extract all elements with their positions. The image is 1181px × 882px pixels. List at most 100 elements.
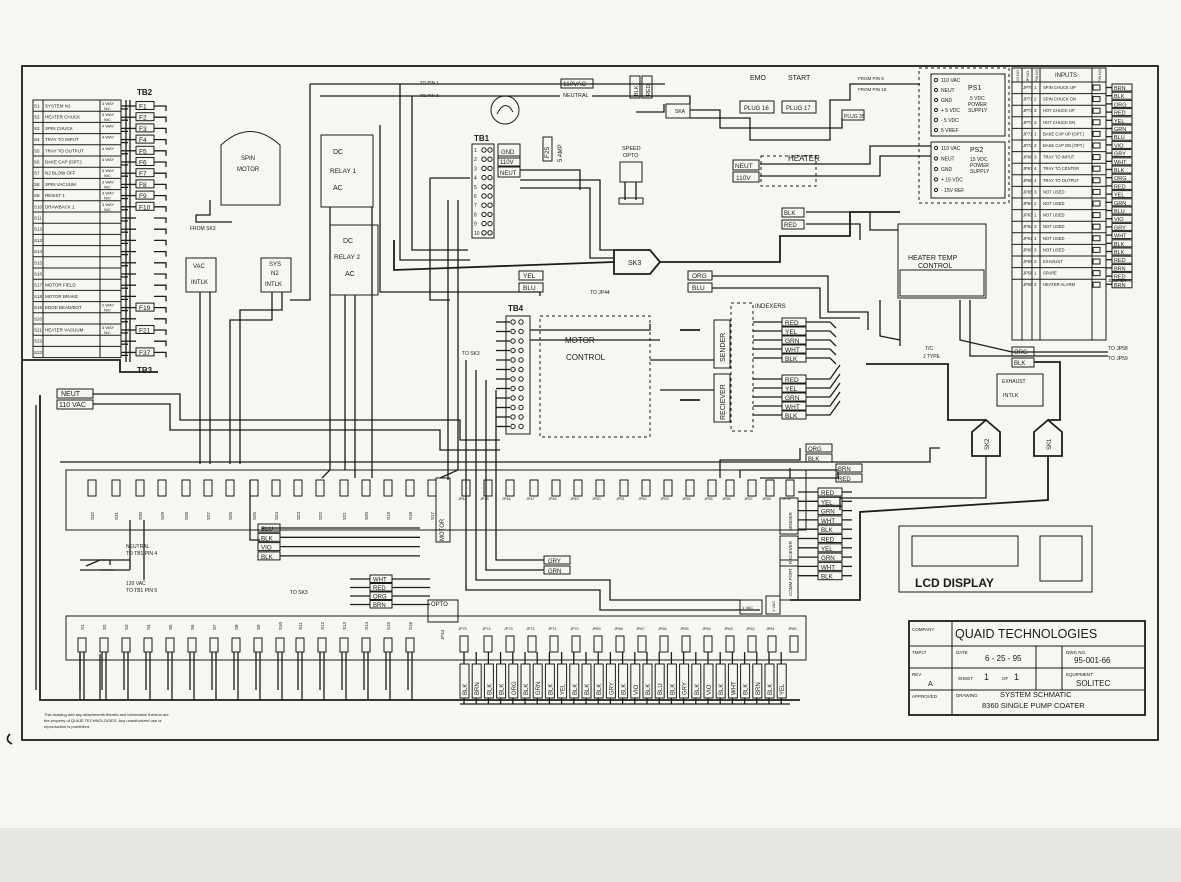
inputs-pin: 3 (1034, 282, 1037, 287)
input-wire-color: VIO (1114, 217, 1124, 223)
upper-relay-label: S31 (114, 511, 119, 520)
tb2-fuse: F3 (139, 126, 147, 133)
plug16-label: PLUG 16 (744, 106, 769, 112)
tb2-row-name: TRAY TO INPUT (45, 137, 79, 142)
tb2-row-id: S12 (34, 227, 43, 232)
board-wire: WHT (821, 518, 835, 525)
bottom-wire-label: BLK (695, 684, 701, 695)
to-sk3-lower: TO SK3 (290, 590, 308, 596)
inputs-pin: 3 (1034, 108, 1037, 113)
tb-rev: A (928, 681, 933, 688)
start-label: START (788, 75, 811, 82)
lower-relay-label: S13 (342, 621, 347, 630)
inputs-pin: 3 (1034, 155, 1037, 160)
bottom-wire-label: GRY (609, 682, 615, 695)
tb2-row-name: EDGE BEAD/BOT (45, 305, 82, 310)
board-mid-wire: BLK (261, 535, 274, 542)
upper-relay-label: S22 (318, 511, 323, 520)
brd-reciever: RECIEVER (788, 540, 793, 564)
sender-wire: YEL (785, 329, 798, 336)
inputs-pin: 4 (1034, 166, 1037, 171)
input-wire-color: ORG (1114, 176, 1127, 182)
tb2-row-type: 3 WAY (102, 325, 114, 330)
bottom-wire-label: BLK (597, 684, 603, 695)
fuse-label: F25 (544, 146, 551, 158)
tb-company: QUAID TECHNOLOGIES (955, 627, 1097, 641)
tb1-pin-number: 4 (474, 176, 477, 182)
inputs-name: SPARE (1043, 271, 1057, 276)
jumper-label: JUMPER (1108, 278, 1127, 283)
board-mid-wire: BLU (261, 526, 273, 533)
relay1-ac: AC (333, 185, 343, 192)
sk1-label: SK1 (1047, 438, 1053, 450)
left-110vac: 110 VAC (59, 402, 86, 409)
tb2-row-type2: N/C (104, 173, 111, 178)
tb2-row-type: 2 WAY (102, 303, 114, 308)
lower-jp-label: JP74 (482, 627, 491, 631)
gry-wire: GRY (548, 559, 561, 565)
ps1-pin: 110 VAC (941, 78, 961, 84)
inputs-name: BAKE CAP UP (OPT.) (1043, 131, 1085, 136)
bottom-wire-label: WHT (731, 681, 737, 695)
tb2-fuse: F1 (139, 104, 147, 111)
tb2-row-id: S2 (34, 115, 40, 120)
heater-blk: BLK (784, 211, 795, 217)
ps2-power: POWER (970, 163, 989, 169)
sk2-label: SK2 (985, 438, 991, 450)
inputs-pin: 1 (1034, 236, 1037, 241)
tb2-row-id: S6 (34, 160, 40, 165)
upper-jp-label: JP55 (704, 497, 713, 501)
bottom-wire-label: BLK (768, 684, 774, 695)
upper-jp-label: JP44 (458, 497, 467, 501)
input-wire-color: WHT (1114, 160, 1127, 166)
from-pin10: FROM PIN 10 (858, 87, 887, 92)
inputs-name: NOT USED (1043, 189, 1065, 194)
yel-wire: YEL (523, 273, 536, 280)
ps1-v: 5 VDC (970, 96, 985, 102)
tb-dwg-label: DWG NO. (1066, 650, 1086, 655)
plug-16 (739, 100, 775, 114)
tb-date: 6 - 25 - 95 (985, 654, 1022, 663)
tb1-neut: NEUT (500, 171, 517, 177)
tb2-row-id: S18 (34, 294, 43, 299)
inputs-pin: 3 (1034, 247, 1037, 252)
input-wire-color: VIO (1114, 143, 1124, 149)
tb2-row-type2: N/C (104, 106, 111, 111)
lower-relay-label: S9 (256, 624, 261, 630)
tb-sheet: 1 (984, 672, 989, 682)
inputs-pin: 1 (1034, 213, 1037, 218)
exhaust-label: EXHAUST (1002, 379, 1026, 385)
input-wire-color: BRN (1114, 86, 1126, 92)
ps2-pin: GND (941, 167, 953, 173)
inputs-name: EXHAUST (1043, 259, 1063, 264)
tb1-pin-number: 8 (474, 212, 477, 218)
upper-relay-label: S28 (184, 511, 189, 520)
tb2-row-id: S7 (34, 171, 40, 176)
board-wire: BLK (821, 574, 834, 581)
tb1-label: TB1 (474, 134, 490, 143)
inputs-name: NOT USED (1043, 201, 1065, 206)
io-board-lower (65, 615, 807, 661)
sender-wire: RED (785, 320, 799, 327)
upper-jp-label: JP49 (570, 497, 579, 501)
bottom-wire-label: GRY (683, 682, 689, 695)
heater-110v: 110V (736, 175, 751, 182)
inputs-name: SPIN CHUCK DN (1043, 97, 1076, 102)
sk3-connector (613, 249, 662, 275)
punch-mark (6, 733, 13, 745)
tb2-row-id: S8 (34, 182, 40, 187)
neutral-note-1: NEUTRAL (126, 544, 150, 550)
inputs-pin: 2 (1034, 143, 1037, 148)
lower-relay-label: S6 (190, 624, 195, 630)
neutral-note-2: TO TB1 PIN 4 (126, 551, 157, 557)
tb2-row-type: 3 WAY (102, 101, 114, 106)
lower-jp-label: JP75 (458, 627, 467, 631)
title-block: COMPANY QUAID TECHNOLOGIES TMPLT DATE 6 … (908, 620, 1146, 716)
tb2-label: TB2 (137, 88, 153, 97)
blu-wire-2: BLU (692, 285, 705, 292)
brd-1vac-b: 1 VAC (771, 601, 776, 612)
upper-jp-label: JP54 (682, 497, 691, 501)
tb2-row-type2: N/C (104, 184, 111, 189)
upper-jp-label: JP58 (762, 497, 771, 501)
